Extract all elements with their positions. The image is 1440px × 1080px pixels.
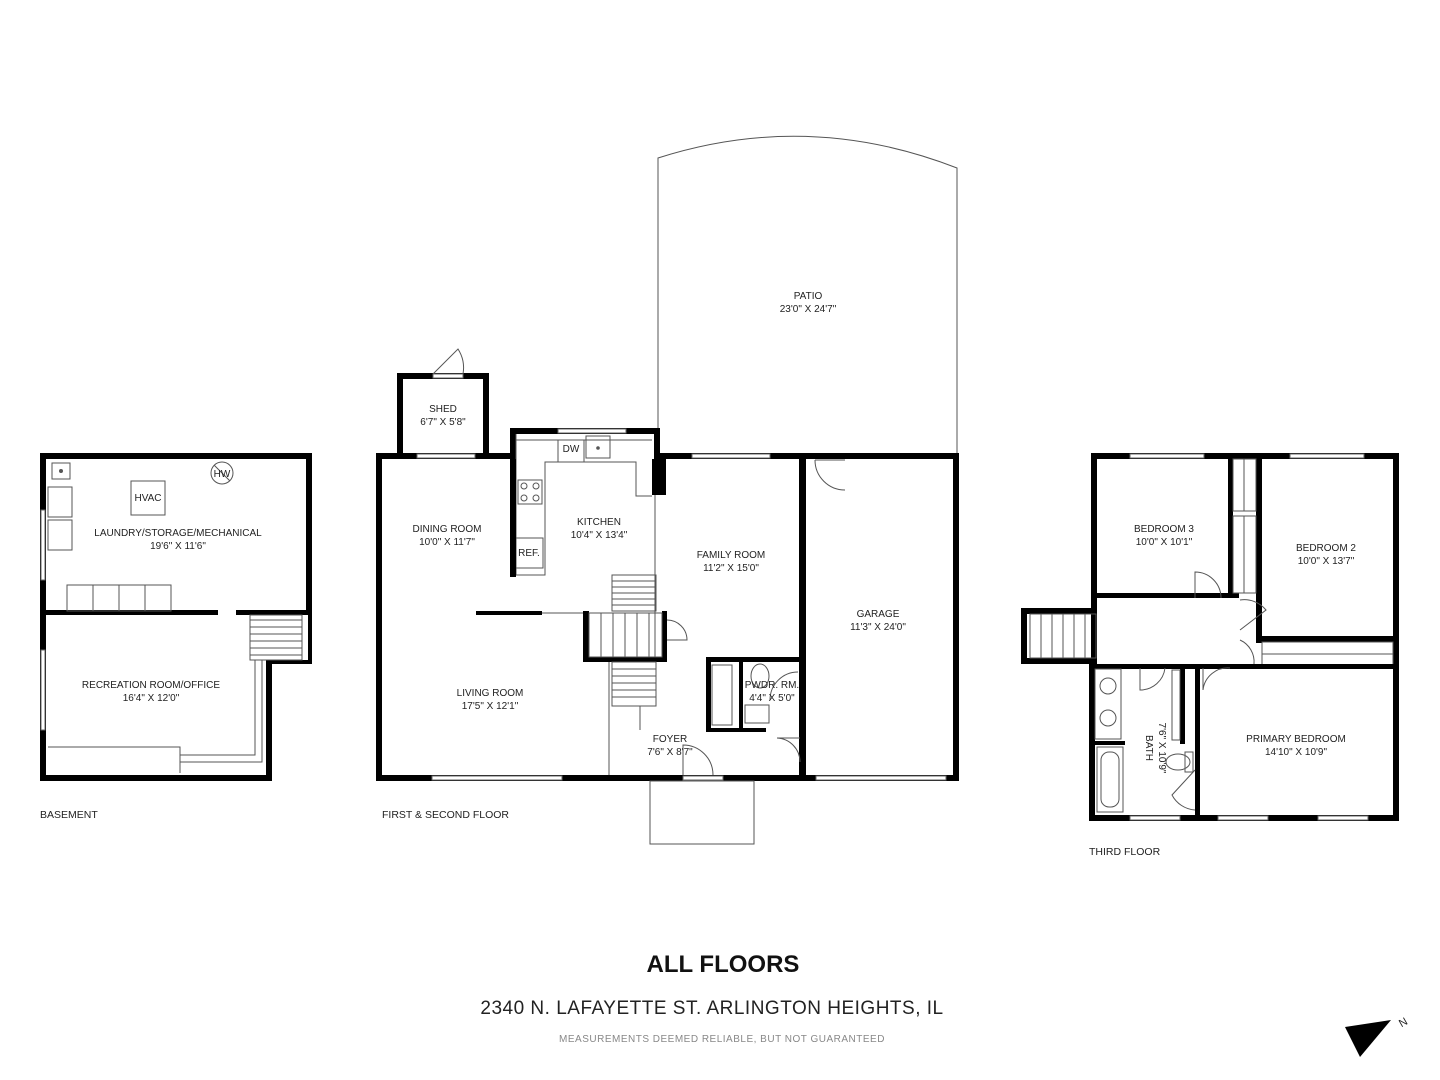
room-name-family: FAMILY ROOM [697,550,766,561]
main-floor-plan [376,135,959,845]
property-address: 2340 N. LAFAYETTE ST. ARLINGTON HEIGHTS,… [480,998,943,1019]
room-dims-bath: 7'6" X 10'9" [1156,723,1167,774]
room-name-powder: PWDR. RM. [745,680,799,691]
room-name-bath: BATH [1143,735,1154,761]
room-name-shed: SHED [429,404,457,415]
page-title: ALL FLOORS [647,951,800,978]
dishwasher-label: DW [563,444,580,455]
water-heater-label: HW [214,469,231,480]
third-floor-plan [1021,453,1399,821]
room-name-dining: DINING ROOM [413,524,482,535]
floor-label-third: THIRD FLOOR [1089,846,1161,858]
floor-label-main: FIRST & SECOND FLOOR [382,809,509,821]
room-dims-kitchen: 10'4" X 13'4" [571,530,628,541]
room-name-foyer: FOYER [653,734,687,745]
room-dims-primary: 14'10" X 10'9" [1265,747,1328,758]
basement-plan [40,453,312,781]
room-name-laundry: LAUNDRY/STORAGE/MECHANICAL [94,528,262,539]
room-dims-shed: 6'7" X 5'8" [420,417,466,428]
room-dims-recreation: 16'4" X 12'0" [123,693,180,704]
room-dims-foyer: 7'6" X 8'7" [647,747,693,758]
refrigerator-label: REF. [518,548,540,559]
room-name-recreation: RECREATION ROOM/OFFICE [82,680,220,691]
disclaimer: MEASUREMENTS DEEMED RELIABLE, BUT NOT GU… [559,1034,885,1045]
room-name-garage: GARAGE [857,609,900,620]
room-name-patio: PATIO [794,291,823,302]
room-dims-dining: 10'0" X 11'7" [419,537,475,548]
room-dims-laundry: 19'6" X 11'6" [150,541,206,552]
north-letter: N [1397,1016,1410,1030]
room-name-bedroom3: BEDROOM 3 [1134,524,1194,535]
room-name-living: LIVING ROOM [457,688,524,699]
room-name-bedroom2: BEDROOM 2 [1296,543,1356,554]
room-name-kitchen: KITCHEN [577,517,621,528]
room-dims-bedroom2: 10'0" X 13'7" [1298,556,1355,567]
room-dims-patio: 23'0" X 24'7" [780,304,837,315]
floor-label-basement: BASEMENT [40,809,98,821]
hvac-label: HVAC [134,493,161,504]
room-dims-powder: 4'4" X 5'0" [749,693,795,704]
room-dims-family: 11'2" X 15'0" [703,563,759,574]
room-dims-garage: 11'3" X 24'0" [850,622,906,633]
room-dims-living: 17'5" X 12'1" [462,701,519,712]
room-dims-bedroom3: 10'0" X 10'1" [1136,537,1193,548]
north-arrow-icon: N [1345,1016,1410,1057]
room-name-primary: PRIMARY BEDROOM [1246,734,1346,745]
